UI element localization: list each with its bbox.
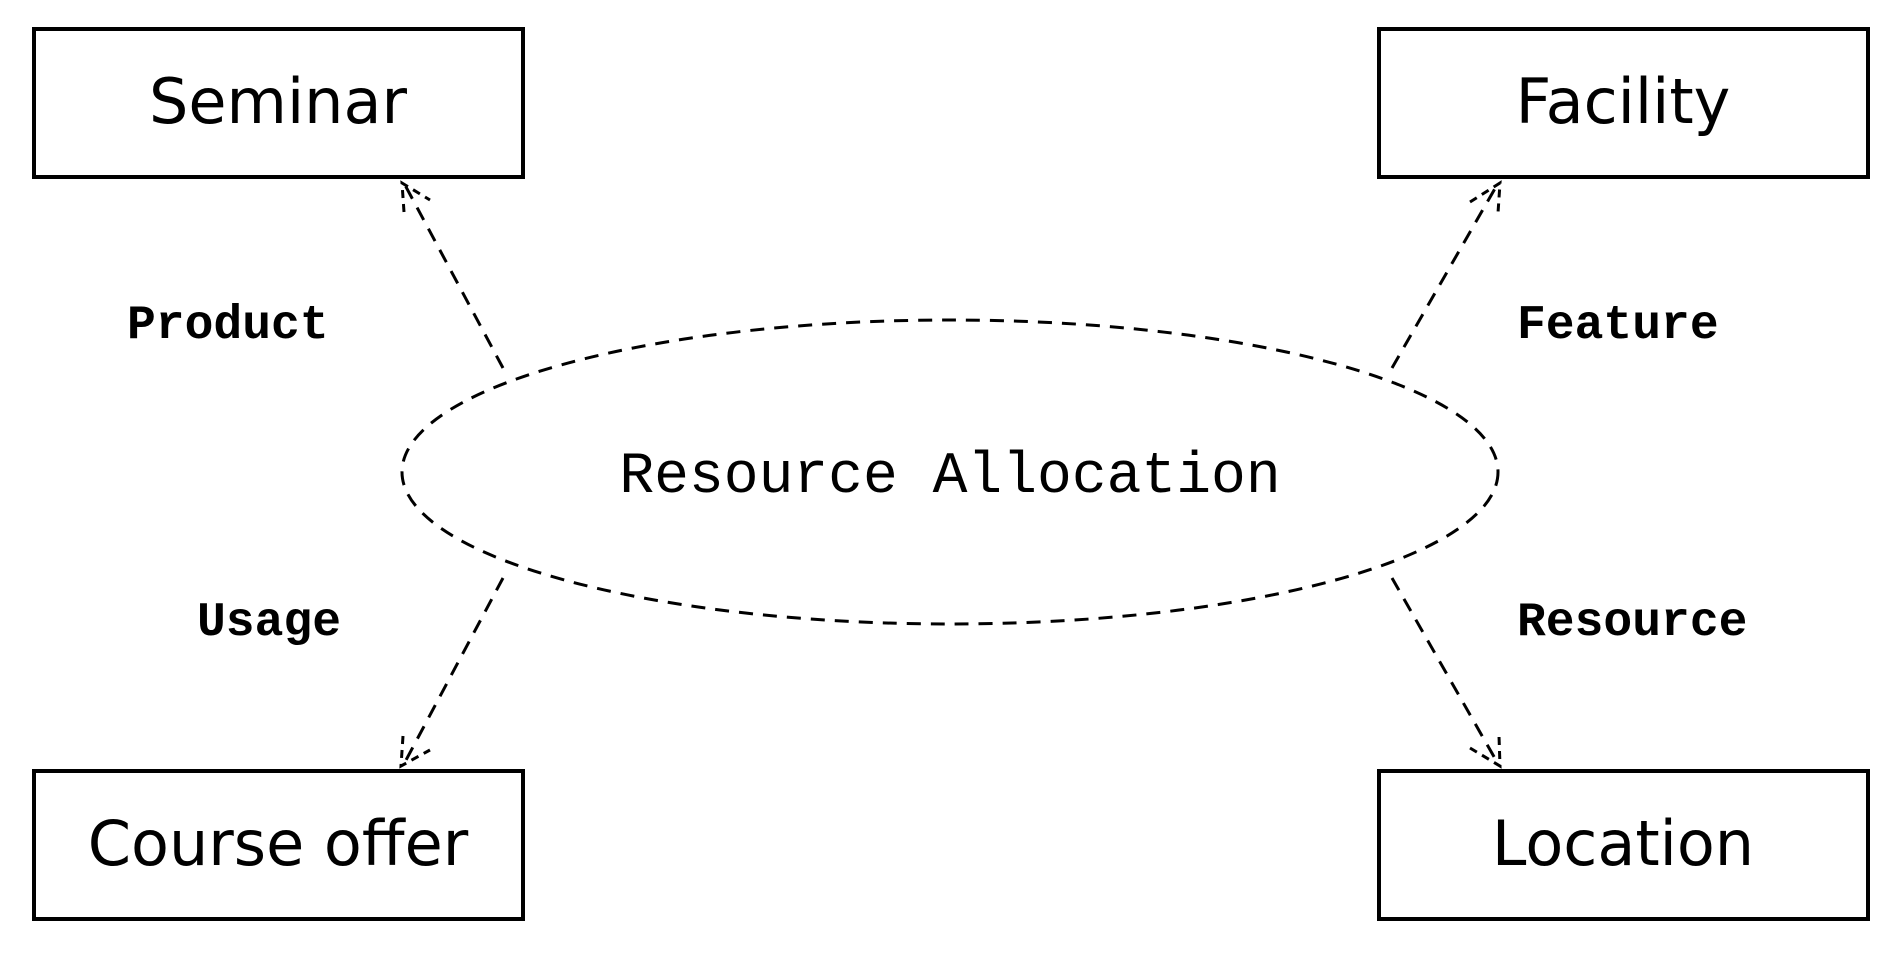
entity-facility: Facility bbox=[1377, 27, 1870, 179]
connector-product bbox=[400, 180, 505, 369]
entity-location-box bbox=[1377, 769, 1870, 921]
connector-usage-line bbox=[403, 577, 505, 763]
role-label-feature: Feature bbox=[1517, 299, 1719, 353]
entity-facility-box bbox=[1377, 27, 1870, 179]
entity-location-label: Location bbox=[1492, 807, 1754, 880]
entity-seminar-label: Seminar bbox=[149, 65, 407, 138]
connector-feature bbox=[1390, 180, 1502, 369]
connector-product-line bbox=[403, 184, 505, 369]
connector-feature-line bbox=[1390, 184, 1499, 369]
role-label-product: Product bbox=[127, 299, 329, 353]
connector-resource bbox=[1390, 577, 1502, 769]
connector-usage-arrowhead bbox=[399, 735, 431, 769]
connector-resource-line bbox=[1390, 577, 1499, 763]
entity-seminar: Seminar bbox=[32, 27, 525, 179]
entity-location: Location bbox=[1377, 769, 1870, 921]
relationship-ellipse bbox=[400, 318, 1500, 626]
entity-course-offer-box bbox=[32, 769, 525, 921]
entity-seminar-box bbox=[32, 27, 525, 179]
relationship-resource-allocation: Resource Allocation bbox=[400, 318, 1500, 626]
connector-product-arrowhead bbox=[400, 180, 431, 213]
entity-course-offer: Course offer bbox=[32, 769, 525, 921]
role-label-usage: Usage bbox=[197, 596, 341, 650]
connector-resource-arrowhead bbox=[1469, 735, 1502, 769]
entity-facility-label: Facility bbox=[1516, 65, 1731, 138]
connector-feature-arrowhead bbox=[1469, 180, 1502, 214]
connector-usage bbox=[399, 577, 505, 769]
entity-course-offer-label: Course offer bbox=[88, 807, 469, 880]
role-label-resource: Resource bbox=[1517, 596, 1747, 650]
relationship-label: Resource Allocation bbox=[619, 445, 1280, 510]
